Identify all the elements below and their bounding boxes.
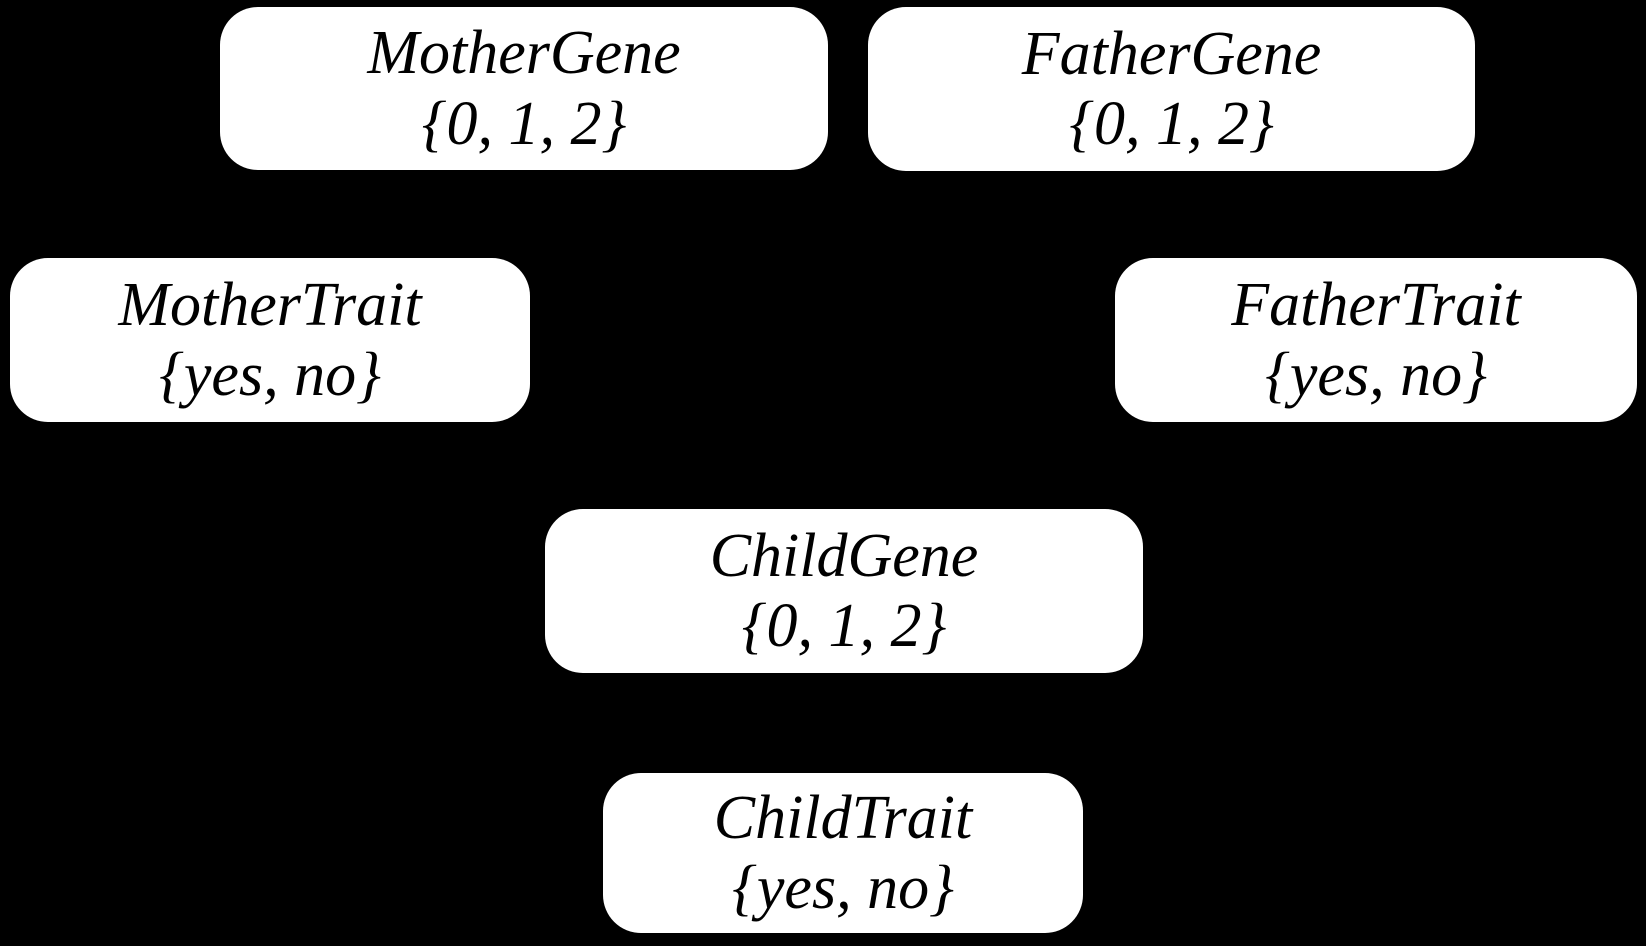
node-domain-values: {0, 1, 2}: [741, 592, 947, 660]
node-domain-values: {0, 1, 2}: [1069, 90, 1274, 158]
node-father-trait: FatherTrait {yes, no}: [1115, 258, 1637, 422]
node-domain-values: {yes, no}: [1265, 341, 1487, 409]
node-title: FatherTrait: [1231, 270, 1521, 339]
node-father-gene: FatherGene {0, 1, 2}: [868, 7, 1475, 171]
node-title: ChildTrait: [713, 783, 973, 852]
node-title: MotherTrait: [118, 270, 422, 339]
node-domain-values: {0, 1, 2}: [421, 89, 627, 158]
node-mother-gene: MotherGene {0, 1, 2}: [220, 7, 828, 170]
node-title: MotherGene: [367, 19, 681, 88]
node-domain-values: {yes, no}: [159, 341, 381, 409]
node-title: ChildGene: [709, 521, 979, 590]
node-mother-trait: MotherTrait {yes, no}: [10, 258, 530, 422]
node-domain-values: {yes, no}: [732, 854, 954, 922]
node-title: FatherGene: [1021, 19, 1322, 88]
node-child-gene: ChildGene {0, 1, 2}: [545, 509, 1143, 673]
node-child-trait: ChildTrait {yes, no}: [603, 773, 1083, 933]
